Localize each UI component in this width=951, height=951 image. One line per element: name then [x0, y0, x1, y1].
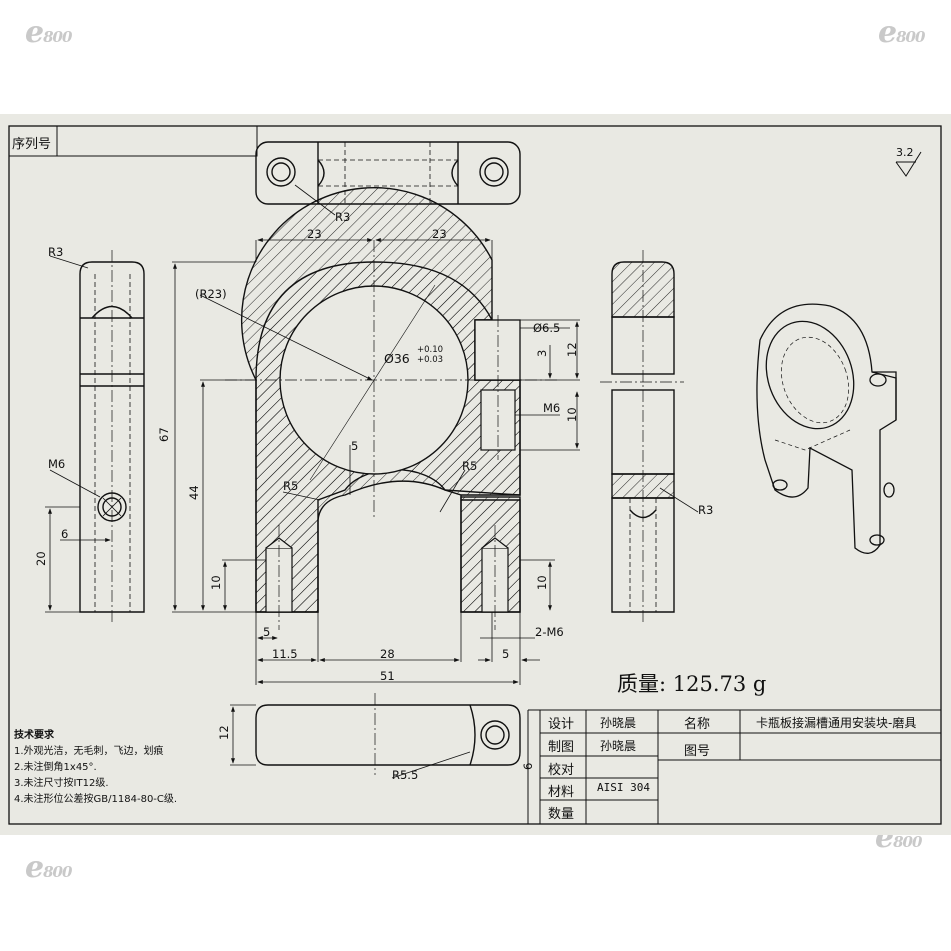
technical-notes: 技术要求 1.外观光洁，无毛刺，飞边，划痕 2.未注倒角1x45°. 3.未注尺… — [14, 728, 177, 808]
dim-12-bottom: 12 — [217, 725, 231, 740]
name-label: 名称 — [684, 717, 711, 732]
dim-5-right: 5 — [502, 647, 509, 661]
part-name: 卡瓶板接漏槽通用安装块-磨具 — [756, 716, 917, 730]
material-label: 材料 — [548, 785, 575, 800]
serial-box — [8, 125, 258, 157]
dim-r5-left: R5 — [283, 479, 298, 493]
quantity-label: 数量 — [548, 807, 575, 822]
dim-r23: (R23) — [195, 287, 227, 301]
dim-10-left: 10 — [209, 575, 223, 590]
watermark-logo: e800 — [25, 15, 72, 50]
draw-label: 制图 — [548, 740, 575, 755]
dim-d6-5: Ø6.5 — [533, 321, 560, 335]
notes-item: 3.未注尺寸按IT12级. — [14, 778, 109, 789]
serial-number-label: 序列号 — [12, 137, 52, 152]
dim-3: 3 — [535, 350, 549, 357]
dim-m6-front: M6 — [543, 401, 560, 415]
dim-r5-5: R5.5 — [392, 768, 418, 782]
dim-67: 67 — [157, 427, 171, 442]
dim-d36: Ø36 — [384, 351, 410, 366]
design-label: 设计 — [548, 717, 575, 732]
dim-5-left: 5 — [263, 625, 270, 639]
roughness-value: 3.2 — [896, 146, 914, 159]
dim-11-5: 11.5 — [272, 647, 298, 661]
sheet-border — [8, 125, 942, 825]
dim-12: 12 — [565, 342, 579, 357]
notes-item: 4.未注形位公差按GB/1184-80-C级. — [14, 794, 178, 805]
dim-tol-up: +0.10 — [417, 345, 443, 355]
dim-5-fillet: 5 — [351, 439, 358, 453]
figure-number-label: 图号 — [684, 744, 711, 759]
draw-value: 孙晓晨 — [600, 739, 637, 753]
dim-m6-left: M6 — [48, 457, 65, 471]
material-value: AISI 304 — [597, 781, 650, 794]
dim-28: 28 — [380, 647, 395, 661]
design-value: 孙晓晨 — [600, 716, 637, 730]
left-side-view — [45, 250, 145, 625]
notes-title: 技术要求 — [14, 730, 54, 741]
front-section-view — [225, 186, 560, 630]
title-block — [527, 709, 942, 825]
dim-10-slot: 10 — [565, 407, 579, 422]
dim-r3-top: R3 — [335, 210, 350, 224]
dim-6-left: 6 — [61, 527, 68, 541]
check-label: 校对 — [548, 763, 575, 778]
front-dimensions: 23 23 (R23) Ø36 +0.10 +0.03 67 44 10 10 … — [157, 210, 579, 683]
dim-tol-dn: +0.03 — [417, 355, 443, 365]
dim-r3-right: R3 — [698, 503, 713, 517]
dim-44: 44 — [187, 485, 201, 500]
dim-23-right: 23 — [432, 227, 447, 241]
dim-20: 20 — [34, 551, 48, 566]
watermark-logo: e800 — [25, 850, 72, 885]
bottom-view — [230, 693, 529, 779]
notes-item: 2.未注倒角1x45°. — [14, 762, 97, 773]
dim-2-m6: 2-M6 — [535, 625, 564, 639]
dim-10-right: 10 — [535, 575, 549, 590]
watermark-logo: e800 — [878, 15, 925, 50]
isometric-view — [756, 303, 897, 554]
dim-r3-left: R3 — [48, 245, 63, 259]
roughness-symbol — [895, 151, 922, 177]
dim-23-left: 23 — [307, 227, 322, 241]
dim-r5-right: R5 — [462, 459, 477, 473]
right-section-view — [600, 250, 699, 625]
notes-item: 1.外观光洁，无毛刺，飞边，划痕 — [14, 746, 164, 757]
mass-label: 质量: 125.73 g — [617, 672, 767, 696]
dim-51: 51 — [380, 669, 395, 683]
